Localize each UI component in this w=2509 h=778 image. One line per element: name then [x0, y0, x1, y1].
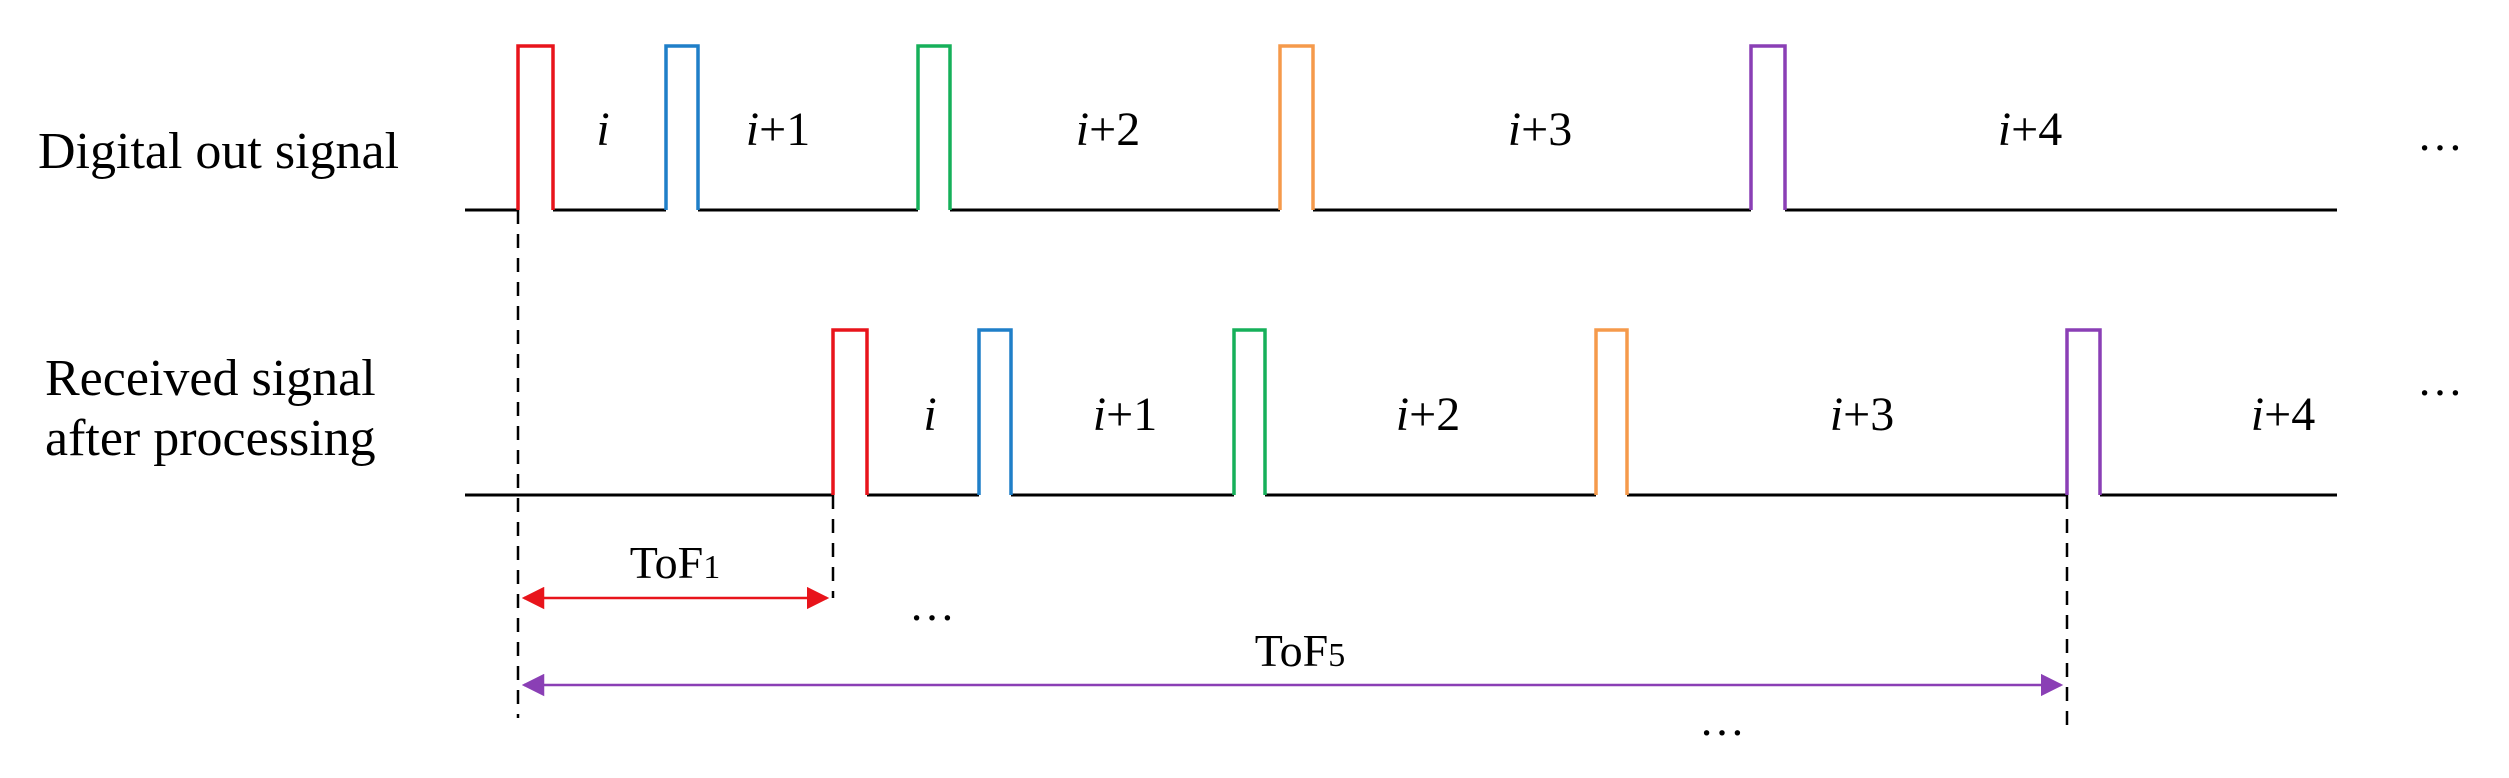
digital-pulse-3: [916, 44, 952, 210]
tof1-label: ToF1: [630, 537, 720, 588]
received-period-i1: i+1: [1093, 388, 1157, 441]
digital-period-i3: i+3: [1508, 103, 1572, 156]
received-pulse-5: [2065, 328, 2102, 495]
received-pulse-3: [1232, 328, 1267, 495]
received-period-i2: i+2: [1396, 388, 1460, 441]
digital-ellipsis: …: [2417, 109, 2463, 160]
received-row-label-line1: Received signal: [45, 350, 376, 407]
received-pulse-1: [831, 328, 869, 495]
digital-period-i: i: [596, 103, 609, 156]
received-pulse-4: [1594, 328, 1629, 495]
received-period-i3: i+3: [1830, 388, 1894, 441]
digital-period-i1: i+1: [746, 103, 810, 156]
digital-period-i4: i+4: [1998, 103, 2062, 156]
received-period-i: i: [923, 388, 936, 441]
digital-pulse-5: [1749, 44, 1787, 210]
digital-pulse-4: [1278, 44, 1315, 210]
received-row-label-line2: after processing: [45, 410, 376, 467]
received-period-i4: i+4: [2251, 388, 2315, 441]
digital-pulse-2: [664, 44, 700, 210]
tof-ellipsis-5: …: [1699, 694, 1745, 745]
digital-period-i2: i+2: [1076, 103, 1140, 156]
received-pulse-2: [977, 328, 1013, 495]
tof-ellipsis-1: …: [909, 579, 955, 630]
received-ellipsis: …: [2417, 354, 2463, 405]
tof5-label: ToF5: [1255, 625, 1345, 676]
digital-pulse-1: [516, 44, 555, 210]
digital-row-label: Digital out signal: [38, 123, 399, 180]
